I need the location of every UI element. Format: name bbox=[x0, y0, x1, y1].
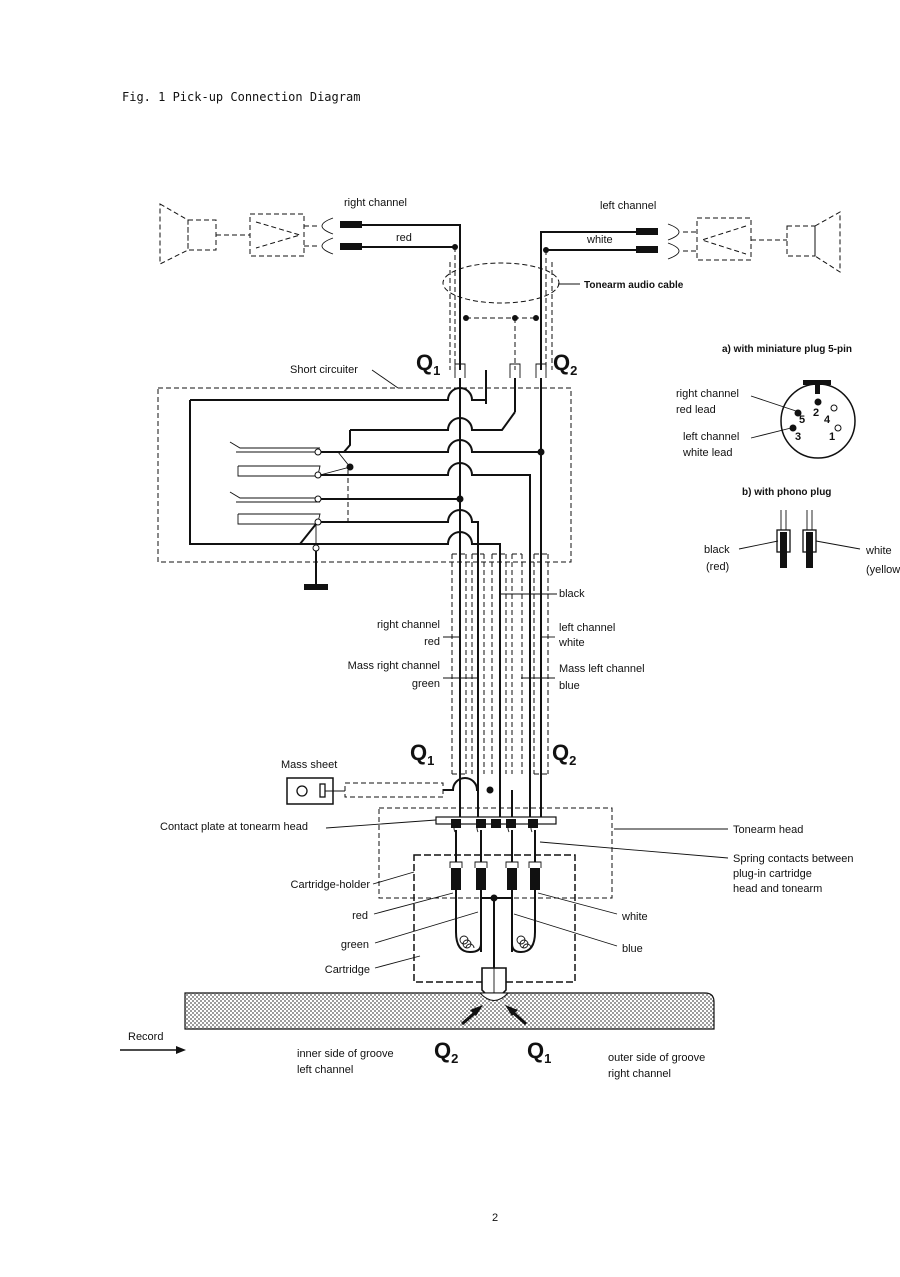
label-right-channel-top: right channel bbox=[344, 197, 407, 209]
din-plug-5pin: 5 2 4 3 1 bbox=[750, 380, 856, 459]
label-record: Record bbox=[128, 1031, 163, 1043]
label-white-top: white bbox=[586, 234, 613, 246]
label-right-channel: right channel bbox=[377, 619, 440, 631]
label-short-circuiter: Short circuiter bbox=[290, 364, 358, 376]
label-outer-side-2: right channel bbox=[608, 1068, 671, 1080]
mass-sheet bbox=[286, 777, 494, 805]
figure-title: Fig. 1 Pick-up Connection Diagram bbox=[122, 90, 360, 104]
q2-lower: Q2 bbox=[552, 740, 576, 768]
plug-b-title: b) with phono plug bbox=[742, 487, 831, 498]
plug-b-red: (red) bbox=[706, 561, 729, 573]
pin-3: 3 bbox=[795, 431, 801, 443]
cartridge-holder-box bbox=[413, 854, 576, 983]
page-number: 2 bbox=[492, 1212, 498, 1224]
plug-a-title: a) with miniature plug 5-pin bbox=[722, 344, 852, 355]
plug-a-right-2: red lead bbox=[676, 404, 716, 416]
label-left-channel-top: left channel bbox=[600, 200, 656, 212]
label-tonearm-audio-cable: Tonearm audio cable bbox=[584, 280, 684, 291]
cartridge-wiring bbox=[449, 830, 542, 968]
label-spring-contacts-3: head and tonearm bbox=[733, 883, 822, 895]
label-red-bottom: red bbox=[352, 910, 368, 922]
plug-a-right-1: right channel bbox=[676, 388, 739, 400]
groove bbox=[478, 992, 510, 1001]
plug-b-yellow: (yellow) bbox=[866, 564, 900, 576]
connector-pins-upper bbox=[454, 363, 547, 378]
plug-a-left-1: left channel bbox=[683, 431, 739, 443]
label-red: red bbox=[424, 636, 440, 648]
label-blue-bottom: blue bbox=[622, 943, 643, 955]
label-green: green bbox=[412, 678, 440, 690]
tonearm-cable-bundle bbox=[443, 553, 557, 775]
label-white: white bbox=[558, 637, 585, 649]
record-arrow-head bbox=[176, 1046, 186, 1054]
pin-5: 5 bbox=[799, 414, 805, 426]
label-left-channel: left channel bbox=[559, 622, 615, 634]
contact-plate-terminals bbox=[451, 790, 542, 833]
tonearm-head-box bbox=[378, 807, 613, 899]
label-red-top: red bbox=[396, 232, 412, 244]
q2-groove: Q2 bbox=[434, 1038, 458, 1066]
label-black: black bbox=[559, 588, 585, 600]
short-circuiter-wiring bbox=[189, 370, 545, 790]
short-circuiter-box bbox=[157, 387, 572, 563]
q1-groove: Q1 bbox=[527, 1038, 551, 1066]
label-tonearm-head: Tonearm head bbox=[733, 824, 803, 836]
label-outer-side-1: outer side of groove bbox=[608, 1052, 705, 1064]
plug-b-white: white bbox=[865, 545, 892, 557]
label-inner-side-2: left channel bbox=[297, 1064, 353, 1076]
label-cartridge: Cartridge bbox=[325, 964, 370, 976]
pin-2: 2 bbox=[813, 407, 819, 419]
left-speaker-amplifier bbox=[636, 211, 841, 273]
q2-upper: Q2 bbox=[553, 350, 577, 378]
groove-force-arrows bbox=[461, 1005, 527, 1026]
plug-a-left-2: white lead bbox=[682, 447, 733, 459]
label-blue: blue bbox=[559, 680, 580, 692]
right-speaker-amplifier bbox=[159, 203, 362, 265]
label-spring-contacts-2: plug-in cartridge bbox=[733, 868, 812, 880]
phono-plugs bbox=[738, 510, 861, 568]
label-white-bottom: white bbox=[621, 911, 648, 923]
label-contact-plate: Contact plate at tonearm head bbox=[160, 821, 308, 833]
q1-upper: Q1 bbox=[416, 350, 440, 378]
q1-lower: Q1 bbox=[410, 740, 434, 768]
label-inner-side-1: inner side of groove bbox=[297, 1048, 394, 1060]
record-surface bbox=[184, 992, 715, 1030]
label-spring-contacts-1: Spring contacts between bbox=[733, 853, 853, 865]
pin-4: 4 bbox=[824, 414, 831, 426]
pin-1: 1 bbox=[829, 431, 835, 443]
plug-b-black: black bbox=[704, 544, 730, 556]
label-mass-left-channel: Mass left channel bbox=[559, 663, 645, 675]
label-mass-right-channel: Mass right channel bbox=[348, 660, 440, 672]
label-cartridge-holder: Cartridge-holder bbox=[291, 879, 371, 891]
label-mass-sheet: Mass sheet bbox=[281, 759, 337, 771]
label-green-bottom: green bbox=[341, 939, 369, 951]
top-wires bbox=[362, 224, 636, 370]
